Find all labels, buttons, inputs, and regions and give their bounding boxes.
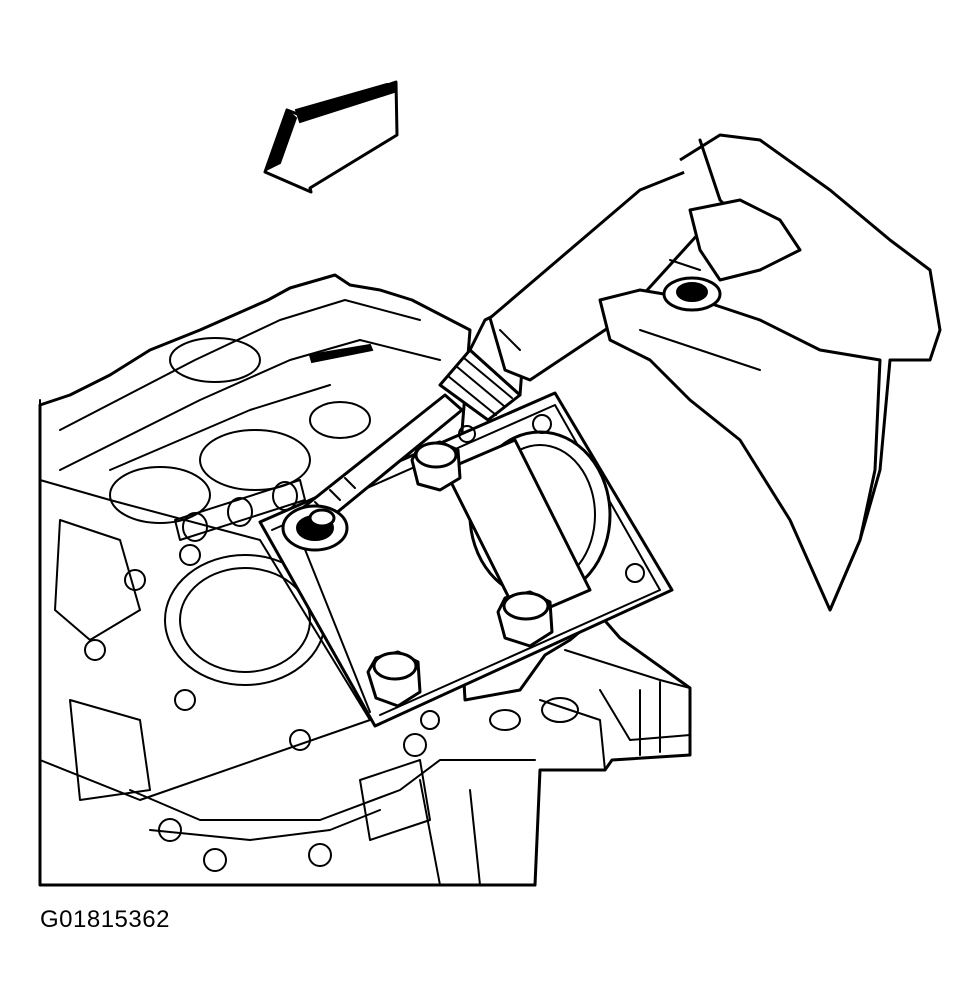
bolt	[366, 650, 422, 708]
wrench	[281, 168, 722, 552]
bolt	[410, 440, 462, 492]
figure-caption: G01815362	[40, 906, 170, 933]
hand	[598, 133, 942, 612]
bolt	[496, 590, 554, 648]
cylinder-plate	[258, 391, 674, 728]
direction-arrow	[263, 80, 399, 194]
engine-block	[38, 273, 692, 887]
